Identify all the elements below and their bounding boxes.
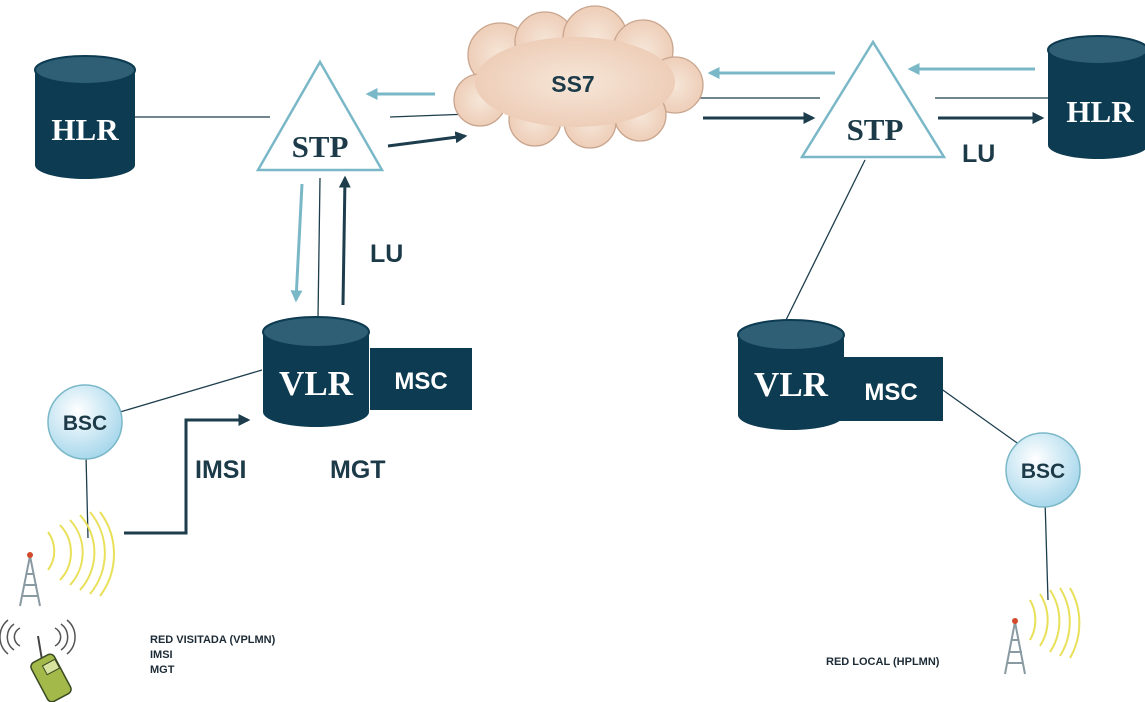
radio-tower-icon [19, 511, 115, 607]
right-msc-label: MSC [864, 379, 917, 406]
left-bsc-node: BSC [47, 384, 123, 460]
right-network-notes: RED LOCAL (HPLMN) [826, 655, 939, 670]
arrow-imsi-path [124, 414, 251, 535]
radio-tower-icon [1004, 587, 1081, 675]
left-vlr-label: VLR [279, 364, 354, 403]
left-msc-label: MSC [394, 368, 447, 395]
left-note-line: MGT [150, 664, 175, 676]
arrow-left-vlr-up [338, 175, 351, 306]
left-hlr-label: HLR [51, 112, 119, 147]
arrow-left-stp-to-cloud [387, 131, 468, 148]
right-vlr-msc-node: MSC VLR [737, 319, 943, 430]
ss7-label: SS7 [551, 71, 594, 97]
imsi-label: IMSI [195, 456, 246, 484]
left-network-notes: RED VISITADA (VPLMN) IMSI MGT [150, 633, 275, 678]
left-stp-label: STP [292, 129, 349, 164]
right-note-line: RED LOCAL (HPLMN) [826, 656, 940, 668]
left-hlr-node: HLR [34, 55, 136, 179]
left-vlr-msc-node: MSC VLR [262, 316, 472, 427]
right-hlr-label: HLR [1066, 94, 1134, 129]
right-vlr-label: VLR [754, 365, 829, 404]
left-bsc-label: BSC [63, 412, 107, 435]
arrows [124, 63, 1045, 535]
left-lu-label: LU [370, 240, 403, 268]
right-stp-node: STP [799, 39, 947, 159]
mobile-phone-icon [0, 619, 76, 702]
ss7-cloud: SS7 [453, 5, 704, 149]
right-lu-label: LU [962, 140, 995, 168]
connection-lines [85, 97, 1049, 601]
right-hlr-node: HLR [1047, 35, 1145, 159]
right-stp-label: STP [847, 112, 904, 147]
mgt-label: MGT [330, 456, 386, 484]
left-note-line: RED VISITADA (VPLMN) [150, 634, 276, 646]
right-bsc-label: BSC [1021, 460, 1065, 483]
arrow-left-stp-down [290, 183, 304, 303]
left-stp-node: STP [255, 59, 385, 172]
left-note-line: IMSI [150, 649, 173, 661]
right-bsc-node: BSC [1005, 432, 1081, 508]
